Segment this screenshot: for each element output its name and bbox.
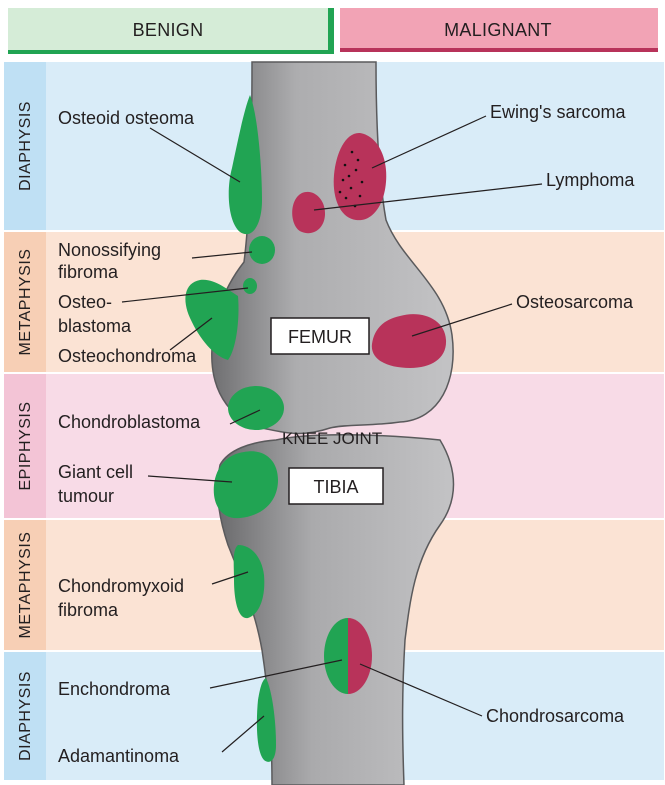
zone-label-diaphysis-lower: DIAPHYSIS: [17, 671, 34, 761]
label-lymphoma: Lymphoma: [546, 170, 635, 190]
malignant-heading: MALIGNANT: [444, 20, 552, 40]
femur-label-box: FEMUR: [271, 318, 369, 354]
label-giant-cell-line2: tumour: [58, 486, 114, 506]
label-osteoid-osteoma: Osteoid osteoma: [58, 108, 195, 128]
label-osteoblastoma-line1: Osteo-: [58, 292, 112, 312]
label-nonossifying-line2: fibroma: [58, 262, 119, 282]
label-nonossifying-line1: Nonossifying: [58, 240, 161, 260]
label-chondromyxoid-line1: Chondromyxoid: [58, 576, 184, 596]
label-adamantinoma: Adamantinoma: [58, 746, 180, 766]
chondroblastoma-lesion: [228, 386, 284, 430]
femur-label: FEMUR: [288, 327, 352, 347]
zone-label-metaphysis-lower: METAPHYSIS: [17, 532, 34, 639]
label-chondromyxoid-line2: fibroma: [58, 600, 119, 620]
label-osteochondroma: Osteochondroma: [58, 346, 197, 366]
header-malignant: MALIGNANT: [340, 8, 658, 52]
benign-heading: BENIGN: [133, 20, 204, 40]
tibia-label-box: TIBIA: [289, 468, 383, 504]
label-osteoblastoma-line2: blastoma: [58, 316, 132, 336]
label-giant-cell-line1: Giant cell: [58, 462, 133, 482]
label-ewings-sarcoma: Ewing's sarcoma: [490, 102, 626, 122]
zone-label-epiphysis: EPIPHYSIS: [17, 402, 34, 491]
label-chondroblastoma: Chondroblastoma: [58, 412, 201, 432]
nonossifying-fibroma-lesion: [249, 236, 275, 264]
header-benign: BENIGN: [8, 8, 334, 54]
label-chondrosarcoma: Chondrosarcoma: [486, 706, 625, 726]
label-enchondroma: Enchondroma: [58, 679, 171, 699]
label-osteosarcoma: Osteosarcoma: [516, 292, 634, 312]
tibia-label: TIBIA: [313, 477, 358, 497]
knee-joint-label: KNEE JOINT: [282, 429, 382, 448]
osteoblastoma-lesion: [243, 278, 257, 294]
zone-label-metaphysis-upper: METAPHYSIS: [17, 249, 34, 356]
zone-label-diaphysis-upper: DIAPHYSIS: [17, 101, 34, 191]
